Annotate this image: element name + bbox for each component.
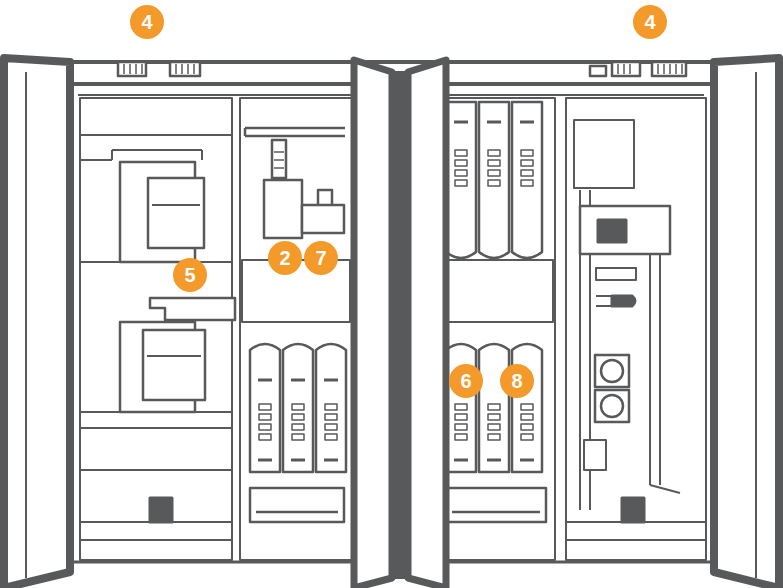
valve-body — [264, 180, 302, 238]
shelf — [80, 261, 232, 263]
module-card — [250, 344, 346, 472]
card-leds — [455, 150, 533, 186]
panel-box — [148, 178, 204, 248]
module-card — [446, 102, 542, 258]
door — [354, 60, 392, 588]
control-unit — [580, 206, 670, 254]
terminal — [584, 440, 606, 470]
shelf — [80, 412, 232, 470]
panel-line — [147, 355, 201, 357]
compartment — [240, 98, 352, 560]
cable-gland — [590, 66, 606, 76]
card-leds — [455, 404, 533, 440]
panel-box — [143, 330, 205, 400]
drawer — [446, 488, 546, 522]
callout-number: 7 — [304, 241, 338, 275]
compartment — [566, 98, 706, 560]
door — [4, 58, 70, 588]
actuator-ribs — [274, 152, 284, 168]
rail — [245, 128, 345, 136]
foot — [622, 498, 644, 522]
breaker-box — [595, 355, 629, 387]
door-edge — [25, 72, 27, 578]
card-handle — [454, 459, 534, 462]
door-post — [392, 72, 408, 578]
band — [442, 260, 553, 322]
door-edge — [755, 72, 757, 578]
display — [598, 220, 626, 242]
callout-number: 2 — [268, 241, 302, 275]
bracket — [596, 268, 636, 306]
card-handle — [258, 380, 338, 460]
breaker — [601, 395, 623, 417]
callout-number: 5 — [173, 258, 207, 292]
compartment — [440, 98, 555, 560]
cable-gland — [170, 62, 200, 76]
callout-number: 4 — [130, 5, 164, 39]
plug — [612, 296, 635, 306]
callout-number: 8 — [500, 364, 534, 398]
pipe — [150, 298, 235, 320]
actuator — [272, 140, 286, 178]
cable-gland — [612, 62, 640, 76]
panel-line — [152, 204, 200, 206]
door — [408, 60, 446, 588]
foot — [150, 498, 172, 522]
drawer — [250, 488, 344, 522]
pipe — [650, 255, 680, 493]
cable-gland — [652, 62, 686, 76]
base — [80, 522, 232, 540]
door — [714, 58, 779, 588]
cabinet-drawing — [4, 58, 779, 588]
frame — [574, 120, 634, 510]
base — [566, 522, 706, 540]
gland-ribs — [618, 64, 682, 74]
module-card — [446, 344, 542, 472]
valve-port — [302, 205, 344, 233]
gland-ribs — [124, 64, 194, 74]
breaker — [601, 360, 623, 382]
callout-number: 4 — [633, 5, 667, 39]
callout-number: 6 — [449, 364, 483, 398]
compartment — [80, 98, 232, 560]
shelf — [80, 135, 232, 160]
card-leds — [259, 404, 337, 440]
breaker-box — [595, 390, 629, 422]
card-handle — [454, 121, 534, 124]
